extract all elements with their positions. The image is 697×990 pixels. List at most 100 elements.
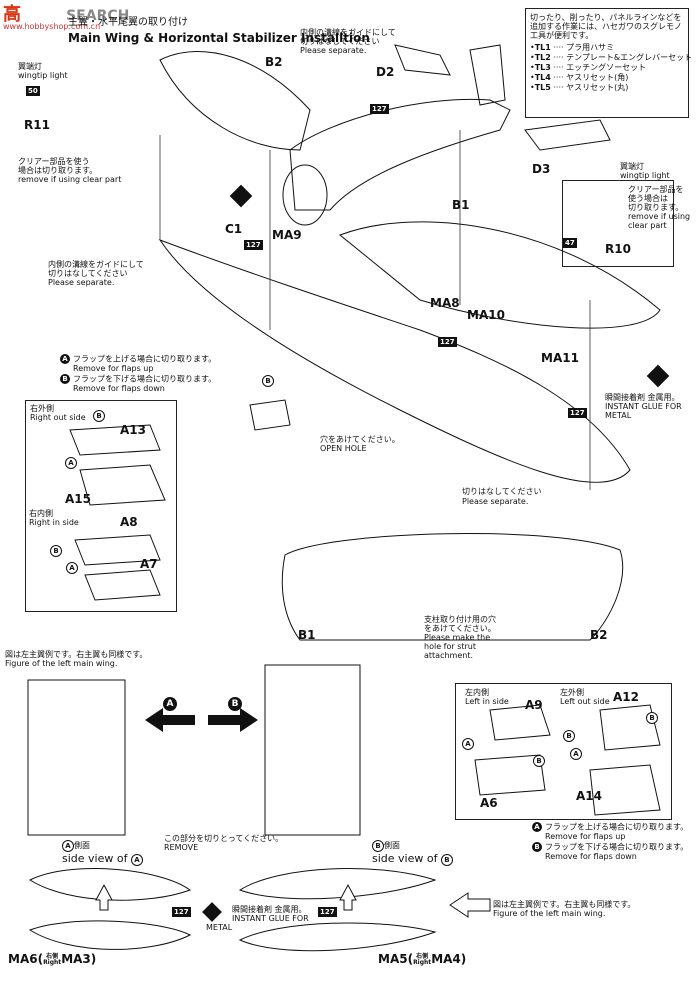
strut-en3: attachment. [424, 651, 474, 660]
tool-row: •TL5 ···· ヤスリセット(丸) [530, 83, 629, 92]
arrow-b-letter: B [228, 697, 242, 711]
paint-127-bottom-left: 127 [172, 907, 191, 917]
letter-b-a12b: B [563, 730, 575, 742]
part-ma8: MA8 [430, 296, 460, 310]
strut-en1: Please make the [424, 633, 491, 642]
letter-a-a12: A [570, 748, 582, 760]
letter-b2-icon: B [532, 842, 542, 852]
part-b1: B1 [452, 198, 470, 212]
part-c1: C1 [225, 222, 243, 236]
glue2-jp-2: 金属用。 [274, 905, 307, 914]
part-ma9: MA9 [272, 228, 302, 242]
tools-intro-3: 工具が便利です。 [530, 31, 594, 40]
tool-code: TL1 [534, 43, 551, 52]
tools-box: 切ったり、削ったり、パネルラインなどを 追加する作業には、ハセガワのスグレモノ … [525, 8, 693, 118]
tools-intro-2: 追加する作業には、ハセガワのスグレモノ [530, 22, 682, 31]
right-jp-1: 右側 [46, 952, 59, 960]
part-ma6: MA6( [8, 952, 44, 966]
side-a-jp: 側面 [74, 841, 90, 850]
glue-metal-en2: METAL [605, 411, 632, 420]
wingtip-right-jp: 翼端灯 [620, 162, 644, 171]
part-a6: A6 [480, 796, 498, 810]
wingtip-right-note-jp2: 使う場合は [628, 194, 668, 203]
paint-127-ma: 127 [438, 337, 457, 347]
wingtip-left-jp: 翼端灯 [18, 62, 42, 71]
watermark-cn: 高 [3, 4, 21, 25]
left-wing-fig2-en: Figure of the left main wing. [493, 909, 606, 918]
wingtip-right-note-jp3: 切り取ります。 [628, 203, 684, 212]
letter-b-a8: B [50, 545, 62, 557]
wingtip-left-note-jp2: 場合は切り取ります。 [18, 166, 98, 175]
right-out-jp: 右外側 [30, 404, 54, 413]
tools-intro-1: 切ったり、削ったり、パネルラインなどを [530, 13, 682, 22]
separate-left-en: Please separate. [48, 278, 115, 287]
watermark-url: www.hobbyshop.com.cn [3, 22, 101, 31]
part-a12: A12 [613, 690, 639, 704]
right-in-en: Right in side [29, 518, 79, 527]
separate-left-jp1: 内側の溝線をガイドにして [48, 260, 144, 269]
paint-127-top: 127 [370, 104, 389, 114]
side-b-letter: B [372, 840, 384, 852]
glue-metal2-en2: METAL [206, 923, 233, 932]
separate-mid-en: Please separate. [462, 497, 529, 506]
tool-name: ヤスリセット(角) [566, 73, 629, 82]
right-en-2: Right [413, 958, 432, 966]
letter-b-a12: B [646, 712, 658, 724]
paint-127-bottom-right: 127 [318, 907, 337, 917]
glue-metal2-en1: INSTANT GLUE FOR [232, 914, 309, 923]
wingtip-left-num: 50 [26, 86, 40, 96]
wingtip-right-note-en1: remove if using [628, 212, 691, 221]
separate-top-jp1: 内側の溝線をガイドにして [300, 28, 396, 37]
tool-code: TL4 [534, 73, 551, 82]
separate-left-jp2: 切りはなしてください [48, 269, 128, 278]
tools-list: •TL1 ···· プラ用ハサミ •TL2 ···· テンプレート&エングレバー… [526, 43, 693, 92]
glue-metal2-jp: 瞬間接着剤 金属用。 [232, 905, 307, 914]
tool-code: TL2 [534, 53, 551, 62]
tool-row: •TL1 ···· プラ用ハサミ [530, 43, 615, 52]
part-a15: A15 [65, 492, 91, 506]
flaps-a2-jp: フラップを上げる場合に切り取ります。 [545, 822, 689, 832]
right-flaps-box: 右外側 Right out side [25, 400, 177, 612]
separate-top-en: Please separate. [300, 46, 367, 55]
strut-jp2: をあけてください。 [424, 624, 496, 633]
watermark-search: SEARCH [66, 8, 130, 24]
left-in-jp: 左内側 [465, 688, 489, 697]
left-in-en: Left in side [465, 697, 509, 706]
tool-name: ヤスリセット(丸) [566, 83, 629, 92]
part-r11: R11 [24, 118, 50, 132]
arrow-a-letter: A [163, 697, 177, 711]
part-ma11: MA11 [541, 351, 579, 365]
flaps-b-jp: フラップを下げる場合に切り取ります。 [73, 374, 217, 384]
flaps-b2-jp: フラップを下げる場合に切り取ります。 [545, 842, 689, 852]
open-hole-jp: 穴をあけてください。 [320, 435, 400, 444]
part-b1-lower: B1 [298, 628, 316, 642]
flaps-a2-en: Remove for flaps up [545, 832, 626, 841]
left-out-en: Left out side [560, 697, 610, 706]
part-a13: A13 [120, 423, 146, 437]
wingtip-right-box [562, 180, 674, 267]
glue-jp-1: 瞬間接着剤 [605, 393, 645, 402]
side-a-en-row: side view of A [62, 852, 143, 866]
part-d2: D2 [376, 65, 395, 79]
left-wing-fig-en: Figure of the left main wing. [5, 659, 118, 668]
part-a14: A14 [576, 789, 602, 803]
wingtip-left-note-en: remove if using clear part [18, 175, 122, 184]
tool-row: •TL2 ···· テンプレート&エングレバーセット [530, 53, 693, 62]
letter-a-a13: A [65, 457, 77, 469]
part-a9: A9 [525, 698, 543, 712]
part-ma10: MA10 [467, 308, 505, 322]
right-out-en: Right out side [30, 413, 86, 422]
part-ma3: MA3) [61, 952, 97, 966]
letter-b-callout: B [262, 375, 274, 387]
wingtip-left-note-jp1: クリアー部品を使う [18, 157, 90, 166]
paint-127-c1: 127 [244, 240, 263, 250]
flaps-b2-en: Remove for flaps down [545, 852, 637, 861]
letter-a-icon: A [60, 354, 70, 364]
part-b2-lower: B2 [590, 628, 608, 642]
part-ma5: MA5( [378, 952, 414, 966]
